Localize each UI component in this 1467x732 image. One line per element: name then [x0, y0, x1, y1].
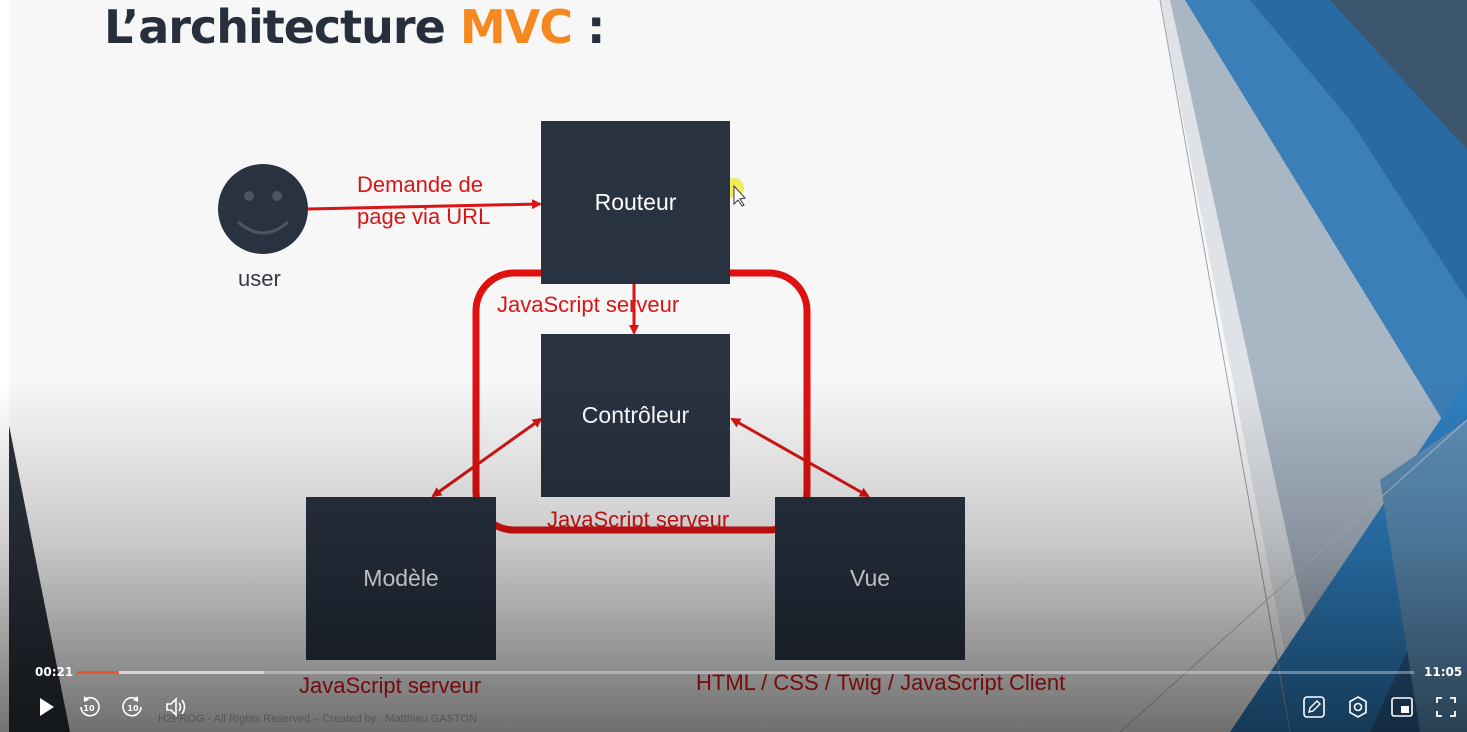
forward-10-button[interactable]: 10 — [118, 692, 148, 722]
fullscreen-button[interactable] — [1431, 692, 1461, 722]
picture-in-picture-icon — [1391, 697, 1413, 717]
play-icon — [40, 698, 54, 716]
svg-text:10: 10 — [127, 704, 139, 713]
svg-text:10: 10 — [83, 704, 95, 713]
controleur-box: Contrôleur — [541, 334, 730, 497]
gear-icon — [1349, 696, 1367, 718]
routeur-box: Routeur — [541, 121, 730, 284]
routeur-label: Routeur — [594, 189, 677, 215]
duration: 11:05 — [1424, 665, 1463, 679]
slide-footer: H2PROG - All Rights Reserved – Created b… — [158, 713, 477, 725]
controleur-label: Contrôleur — [581, 402, 690, 428]
title-prefix: L’architecture — [104, 0, 460, 54]
js-server-bottom-label: JavaScript serveur — [547, 507, 730, 532]
decor-shape — [0, 380, 70, 732]
volume-icon — [166, 697, 186, 717]
arrow-user-to-routeur — [307, 199, 542, 211]
vue-label: Vue — [849, 565, 891, 591]
play-button[interactable] — [31, 692, 61, 722]
user-avatar-icon — [218, 164, 308, 254]
request-label-line1: Demande de — [357, 172, 483, 197]
seek-progress — [77, 671, 120, 674]
request-label-line2: page via URL — [357, 204, 491, 229]
notes-button[interactable] — [1299, 692, 1329, 722]
rewind-10-button[interactable]: 10 — [74, 692, 104, 722]
slide-title: L’architecture MVC : — [104, 0, 605, 54]
rewind-10-icon: 10 — [80, 696, 100, 717]
decor-shape — [0, 0, 9, 732]
arrow-controleur-vue — [730, 417, 870, 498]
vue-box: Vue — [775, 497, 965, 660]
user-label: user — [238, 266, 281, 291]
settings-button[interactable] — [1343, 692, 1373, 722]
title-suffix: : — [571, 0, 605, 54]
arrow-controleur-modele — [431, 417, 543, 498]
title-accent: MVC — [459, 0, 573, 54]
seek-bar[interactable] — [77, 671, 1414, 674]
pip-button[interactable] — [1387, 692, 1417, 722]
forward-10-icon: 10 — [122, 696, 142, 717]
fullscreen-icon — [1436, 697, 1456, 717]
modele-tech-label: JavaScript serveur — [299, 673, 482, 698]
decor-shape — [1330, 0, 1467, 150]
pencil-icon — [1303, 696, 1325, 718]
seek-buffer — [77, 671, 265, 674]
current-time: 00:21 — [35, 665, 74, 679]
modele-label: Modèle — [363, 565, 439, 591]
modele-box: Modèle — [306, 497, 496, 660]
js-server-top-label: JavaScript serveur — [497, 292, 680, 317]
mouse-cursor-icon — [733, 184, 746, 207]
volume-button[interactable] — [162, 692, 192, 722]
